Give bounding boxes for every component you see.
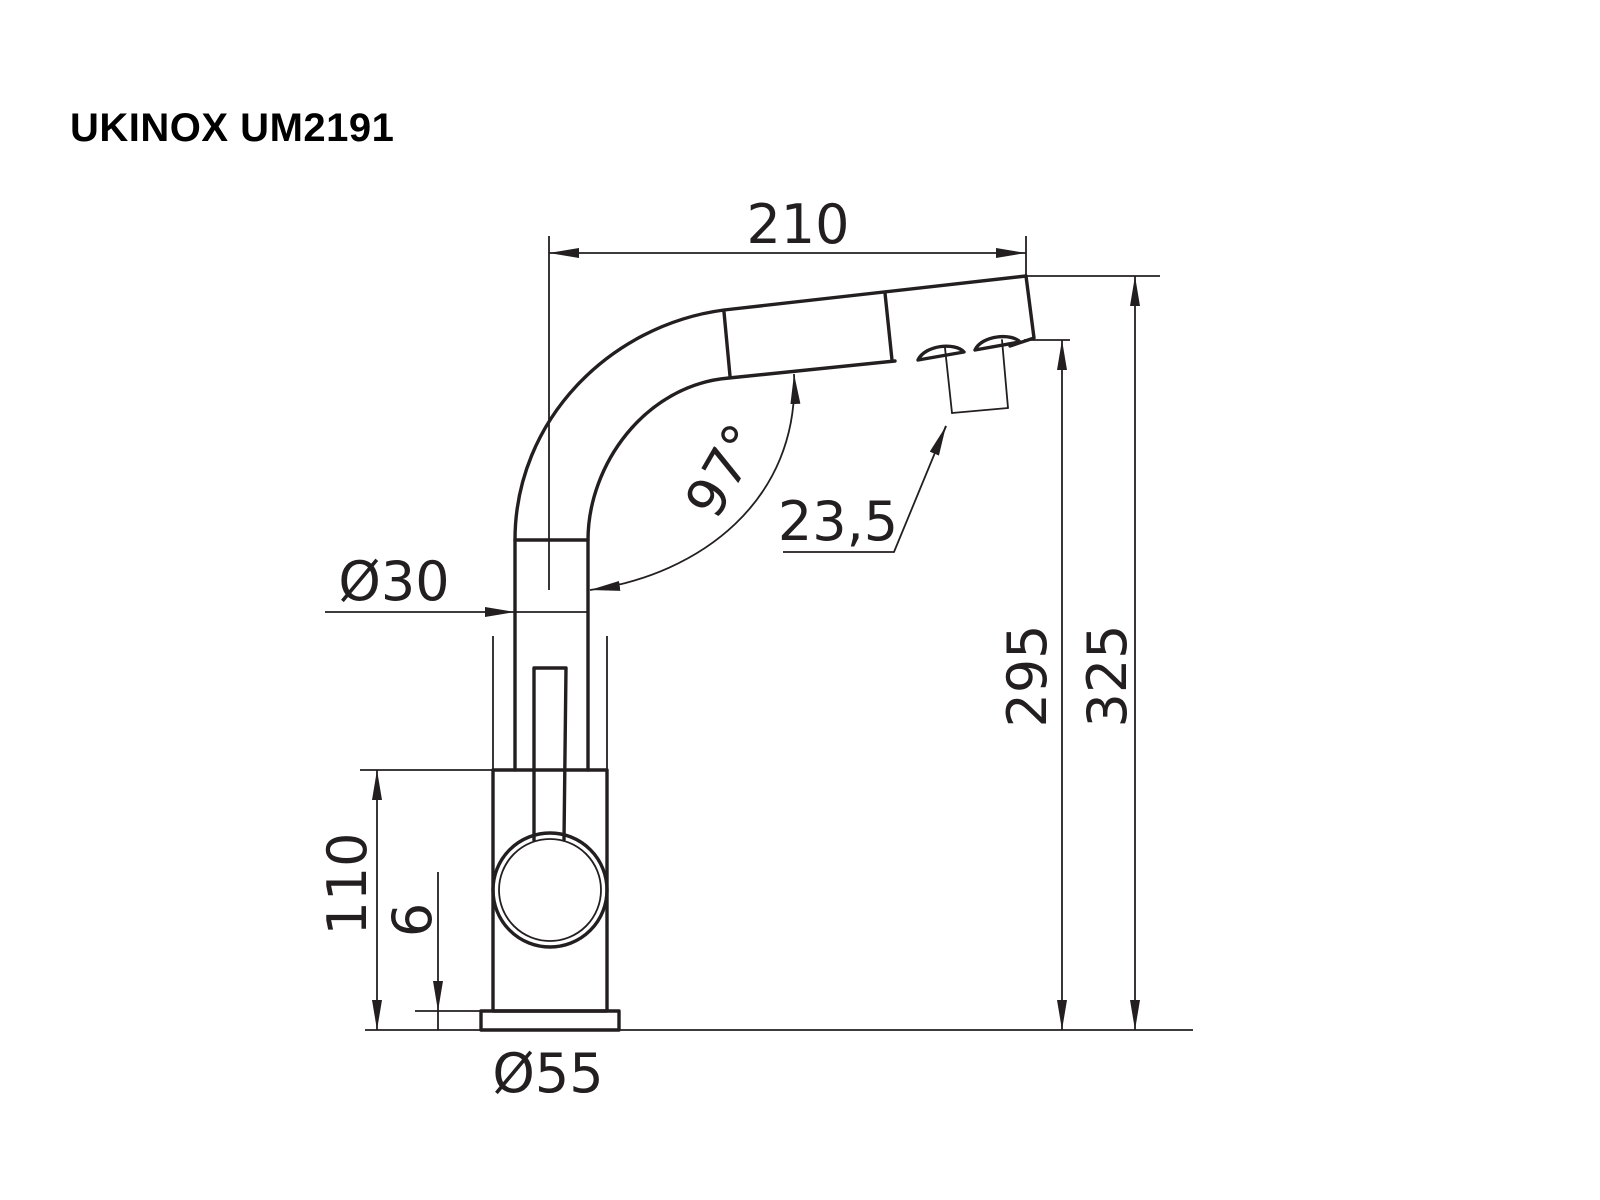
label-outlet-height: 295 xyxy=(996,624,1059,727)
spout-outer-contour xyxy=(513,274,1028,772)
outlet-offset-leader xyxy=(783,425,947,553)
dimension-lines xyxy=(325,236,1160,1030)
spout-angle-arc xyxy=(589,373,801,591)
dimension-labels: 210 325 295 110 6 Ø55 Ø30 97° 23,5 xyxy=(316,193,1139,1105)
spray-head xyxy=(1008,274,1036,348)
outlet-leader-right xyxy=(1001,339,1009,409)
aerator-outlet-right xyxy=(973,334,1022,352)
pipe-joint-head xyxy=(883,291,894,362)
outlet-width-line xyxy=(951,407,1009,414)
faucet-outline xyxy=(365,274,1193,1032)
product-title: UKINOX UM2191 xyxy=(70,106,395,150)
handle-knob xyxy=(491,831,609,949)
base-plate xyxy=(479,1009,621,1032)
label-base-diameter: Ø55 xyxy=(492,1042,603,1105)
pipe-joint-upper xyxy=(722,310,732,378)
label-spout-reach: 210 xyxy=(746,193,849,256)
label-body-height: 110 xyxy=(316,832,379,935)
label-spout-diameter: Ø30 xyxy=(338,550,449,613)
aerator-outlet-left xyxy=(916,344,966,362)
handle-knob-ring xyxy=(498,838,602,942)
label-spout-angle: 97° xyxy=(673,414,775,528)
faucet-body xyxy=(491,768,609,1013)
outlet-offset-arrow xyxy=(929,425,947,456)
label-base-thickness: 6 xyxy=(381,903,444,937)
spout-inner-contour xyxy=(586,359,897,772)
handle-lever xyxy=(532,666,568,842)
label-total-height: 325 xyxy=(1076,624,1139,727)
outlet-leader-left xyxy=(944,347,953,414)
label-outlet-offset: 23,5 xyxy=(778,490,898,553)
